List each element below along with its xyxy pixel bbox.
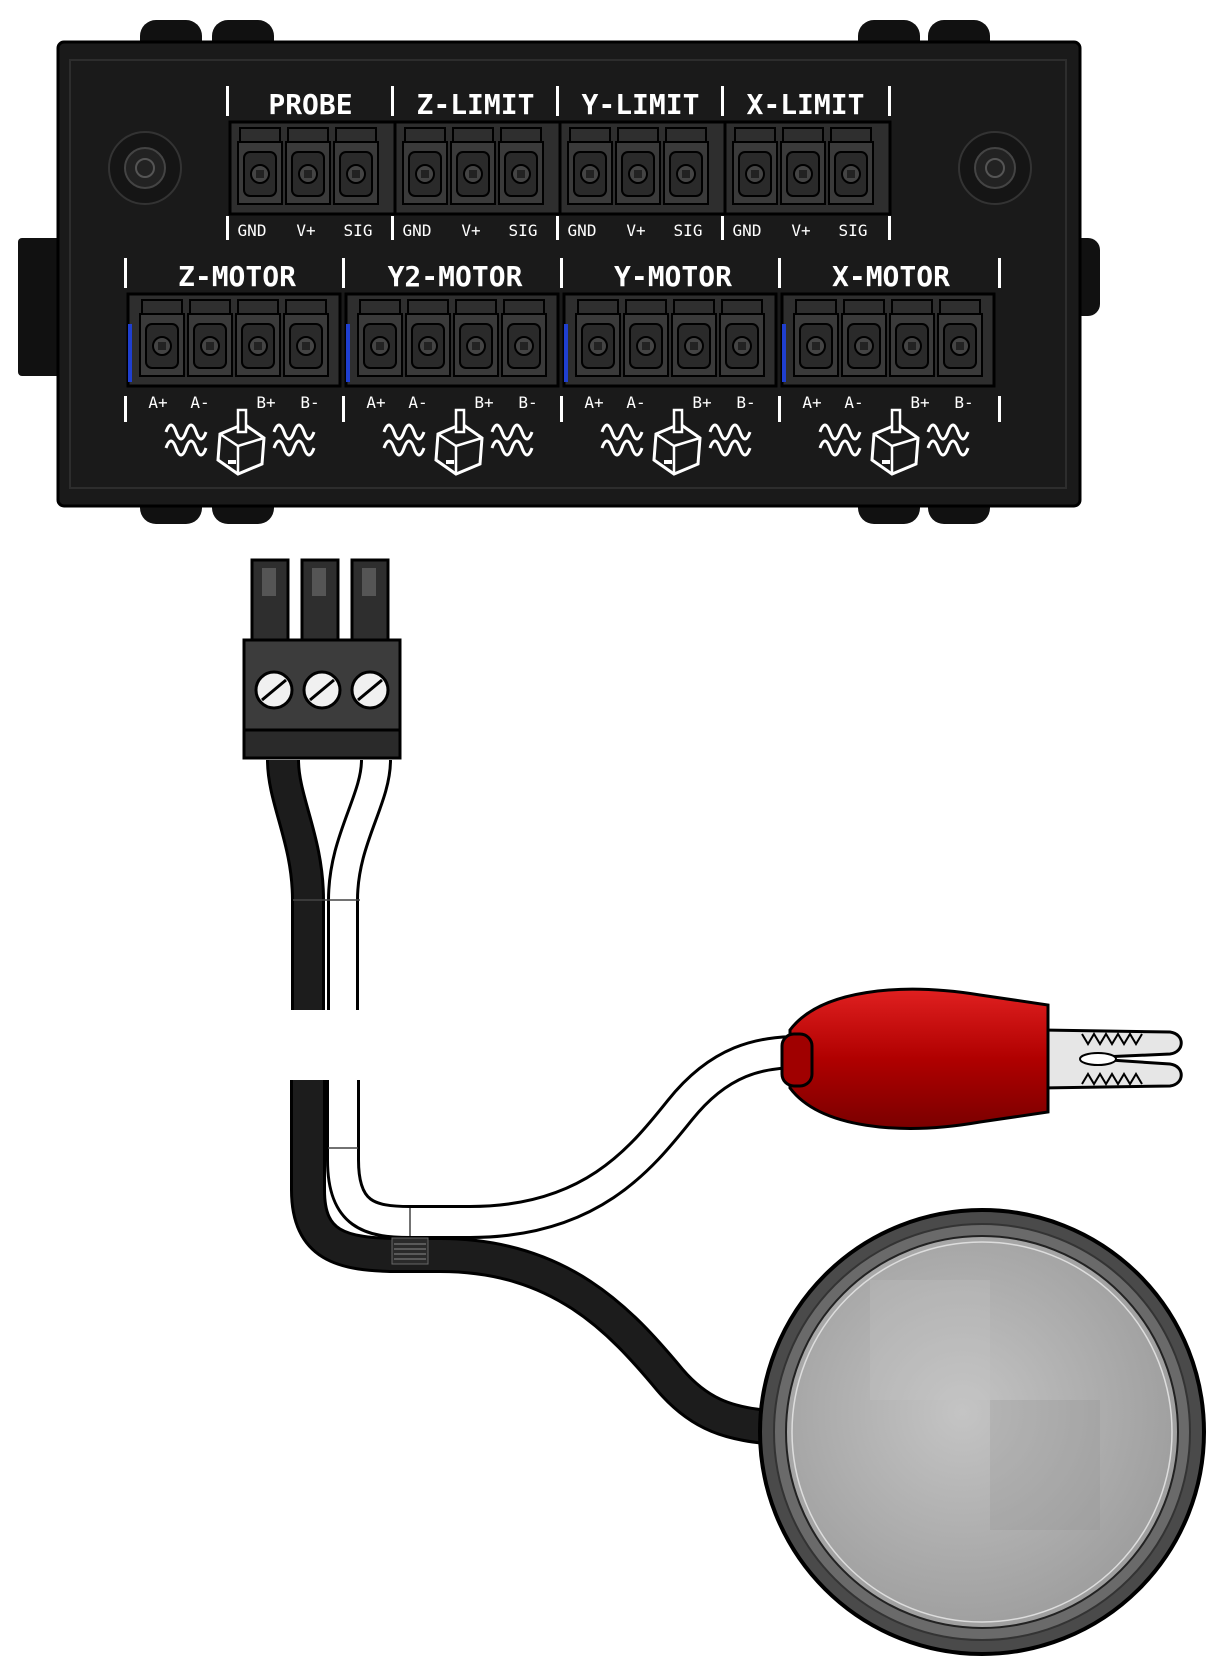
pin-label: A+	[366, 393, 385, 412]
pin-label: V+	[626, 221, 645, 240]
pin-label: V+	[791, 221, 810, 240]
pin-label: GND	[403, 221, 432, 240]
pin-label: B-	[954, 393, 973, 412]
pin-label: SIG	[344, 221, 373, 240]
probe-cable	[266, 759, 392, 1082]
pin-label: B-	[300, 393, 319, 412]
pin-label: B-	[518, 393, 537, 412]
pin-label: B+	[910, 393, 929, 412]
pin-label: A+	[148, 393, 167, 412]
stepper-motor-icon	[434, 408, 484, 476]
pin-label: B+	[692, 393, 711, 412]
pin-label: B+	[474, 393, 493, 412]
port-x-motor: X-MOTOR A+ A- B+ B-	[778, 258, 1001, 476]
pin-label: GND	[568, 221, 597, 240]
pin-label: B-	[736, 393, 755, 412]
coil-icon	[382, 423, 534, 457]
port-probe: PROBE GND V+ SIG	[226, 86, 397, 240]
port-y-limit: Y-LIMIT GND V+ SIG	[556, 86, 727, 240]
pin-label: SIG	[674, 221, 703, 240]
pin-label: A-	[408, 393, 427, 412]
pin-label: V+	[296, 221, 315, 240]
port-x-limit: X-LIMIT GND V+ SIG	[721, 86, 892, 240]
pin-label: SIG	[839, 221, 868, 240]
probe-cable-lower	[290, 1035, 801, 1446]
screw-icon	[108, 131, 182, 205]
port-label: Y-MOTOR	[614, 260, 732, 293]
motor-port-row: Z-MOTOR A+ A- B+ B- Y2-MOTOR A+ A- B+ B- Y-MOTOR A+…	[124, 258, 1001, 476]
pin-label: A-	[190, 393, 209, 412]
pin-label: SIG	[509, 221, 538, 240]
port-label: X-LIMIT	[746, 88, 864, 121]
coil-icon	[818, 423, 970, 457]
coil-icon	[600, 423, 752, 457]
port-label: Z-LIMIT	[416, 88, 534, 121]
stepper-motor-icon	[216, 408, 266, 476]
pin-label: A+	[584, 393, 603, 412]
pin-label: GND	[733, 221, 762, 240]
alligator-clip	[780, 987, 1183, 1130]
port-y-motor: Y-MOTOR A+ A- B+ B-	[560, 258, 778, 476]
port-label: X-MOTOR	[832, 260, 950, 293]
stepper-motor-icon	[870, 408, 920, 476]
screw-icon	[958, 131, 1032, 205]
pin-label: A-	[844, 393, 863, 412]
port-label: Y2-MOTOR	[388, 260, 523, 293]
port-z-limit: Z-LIMIT GND V+ SIG	[391, 86, 562, 240]
pin-label: A-	[626, 393, 645, 412]
port-y2-motor: Y2-MOTOR A+ A- B+ B-	[342, 258, 560, 476]
screw-terminal-icon	[254, 670, 390, 710]
pin-label: V+	[461, 221, 480, 240]
port-label: Y-LIMIT	[581, 88, 699, 121]
port-label: PROBE	[268, 88, 352, 121]
touch-plate	[758, 1208, 1206, 1656]
cable-band	[391, 1237, 429, 1265]
limit-port-row: PROBE GND V+ SIG Z-LIMIT GND V+ SIG Y-LIMIT GND V+…	[226, 86, 892, 240]
pin-label: GND	[238, 221, 267, 240]
stepper-motor-icon	[652, 408, 702, 476]
port-z-motor: Z-MOTOR A+ A- B+ B-	[124, 258, 342, 476]
coil-icon	[164, 423, 316, 457]
port-label: Z-MOTOR	[178, 260, 296, 293]
three-pin-plug	[242, 558, 402, 760]
pin-label: B+	[256, 393, 275, 412]
pin-label: A+	[802, 393, 821, 412]
